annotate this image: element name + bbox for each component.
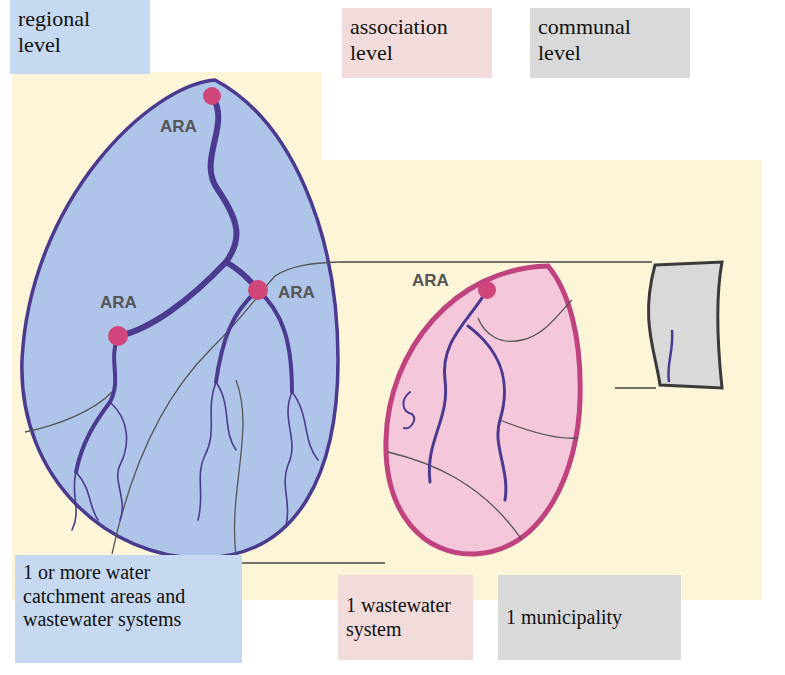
association-shape-outline <box>378 258 586 560</box>
level-box: association level <box>342 8 492 78</box>
river <box>668 330 672 382</box>
level-label: communal level <box>538 14 666 66</box>
leader-line <box>340 261 652 262</box>
leader-line <box>242 562 385 563</box>
scope-box: 1 or more water catchment areas and wast… <box>15 555 242 663</box>
scope-label: 1 or more water catchment areas and wast… <box>23 561 234 632</box>
level-label: regional level <box>18 6 136 58</box>
scope-box: 1 wastewater system <box>338 575 473 660</box>
scope-box: 1 municipality <box>498 575 681 660</box>
ara-label: ARA <box>160 118 197 135</box>
scope-label: 1 wastewater system <box>346 594 465 641</box>
region-shape-outline <box>18 70 343 565</box>
region-shape: ARA ARA ARA <box>18 70 343 565</box>
ara-label: ARA <box>100 294 137 311</box>
scope-label: 1 municipality <box>506 606 673 630</box>
municipality-shape <box>649 262 722 388</box>
ara-label: ARA <box>278 284 315 301</box>
leader-line <box>615 387 656 388</box>
association-shape: ARA <box>378 258 586 560</box>
ara-label: ARA <box>412 272 449 289</box>
level-box: regional level <box>10 0 150 74</box>
paper-ground <box>12 72 762 600</box>
level-box: communal level <box>530 8 690 78</box>
level-label: association level <box>350 14 478 66</box>
